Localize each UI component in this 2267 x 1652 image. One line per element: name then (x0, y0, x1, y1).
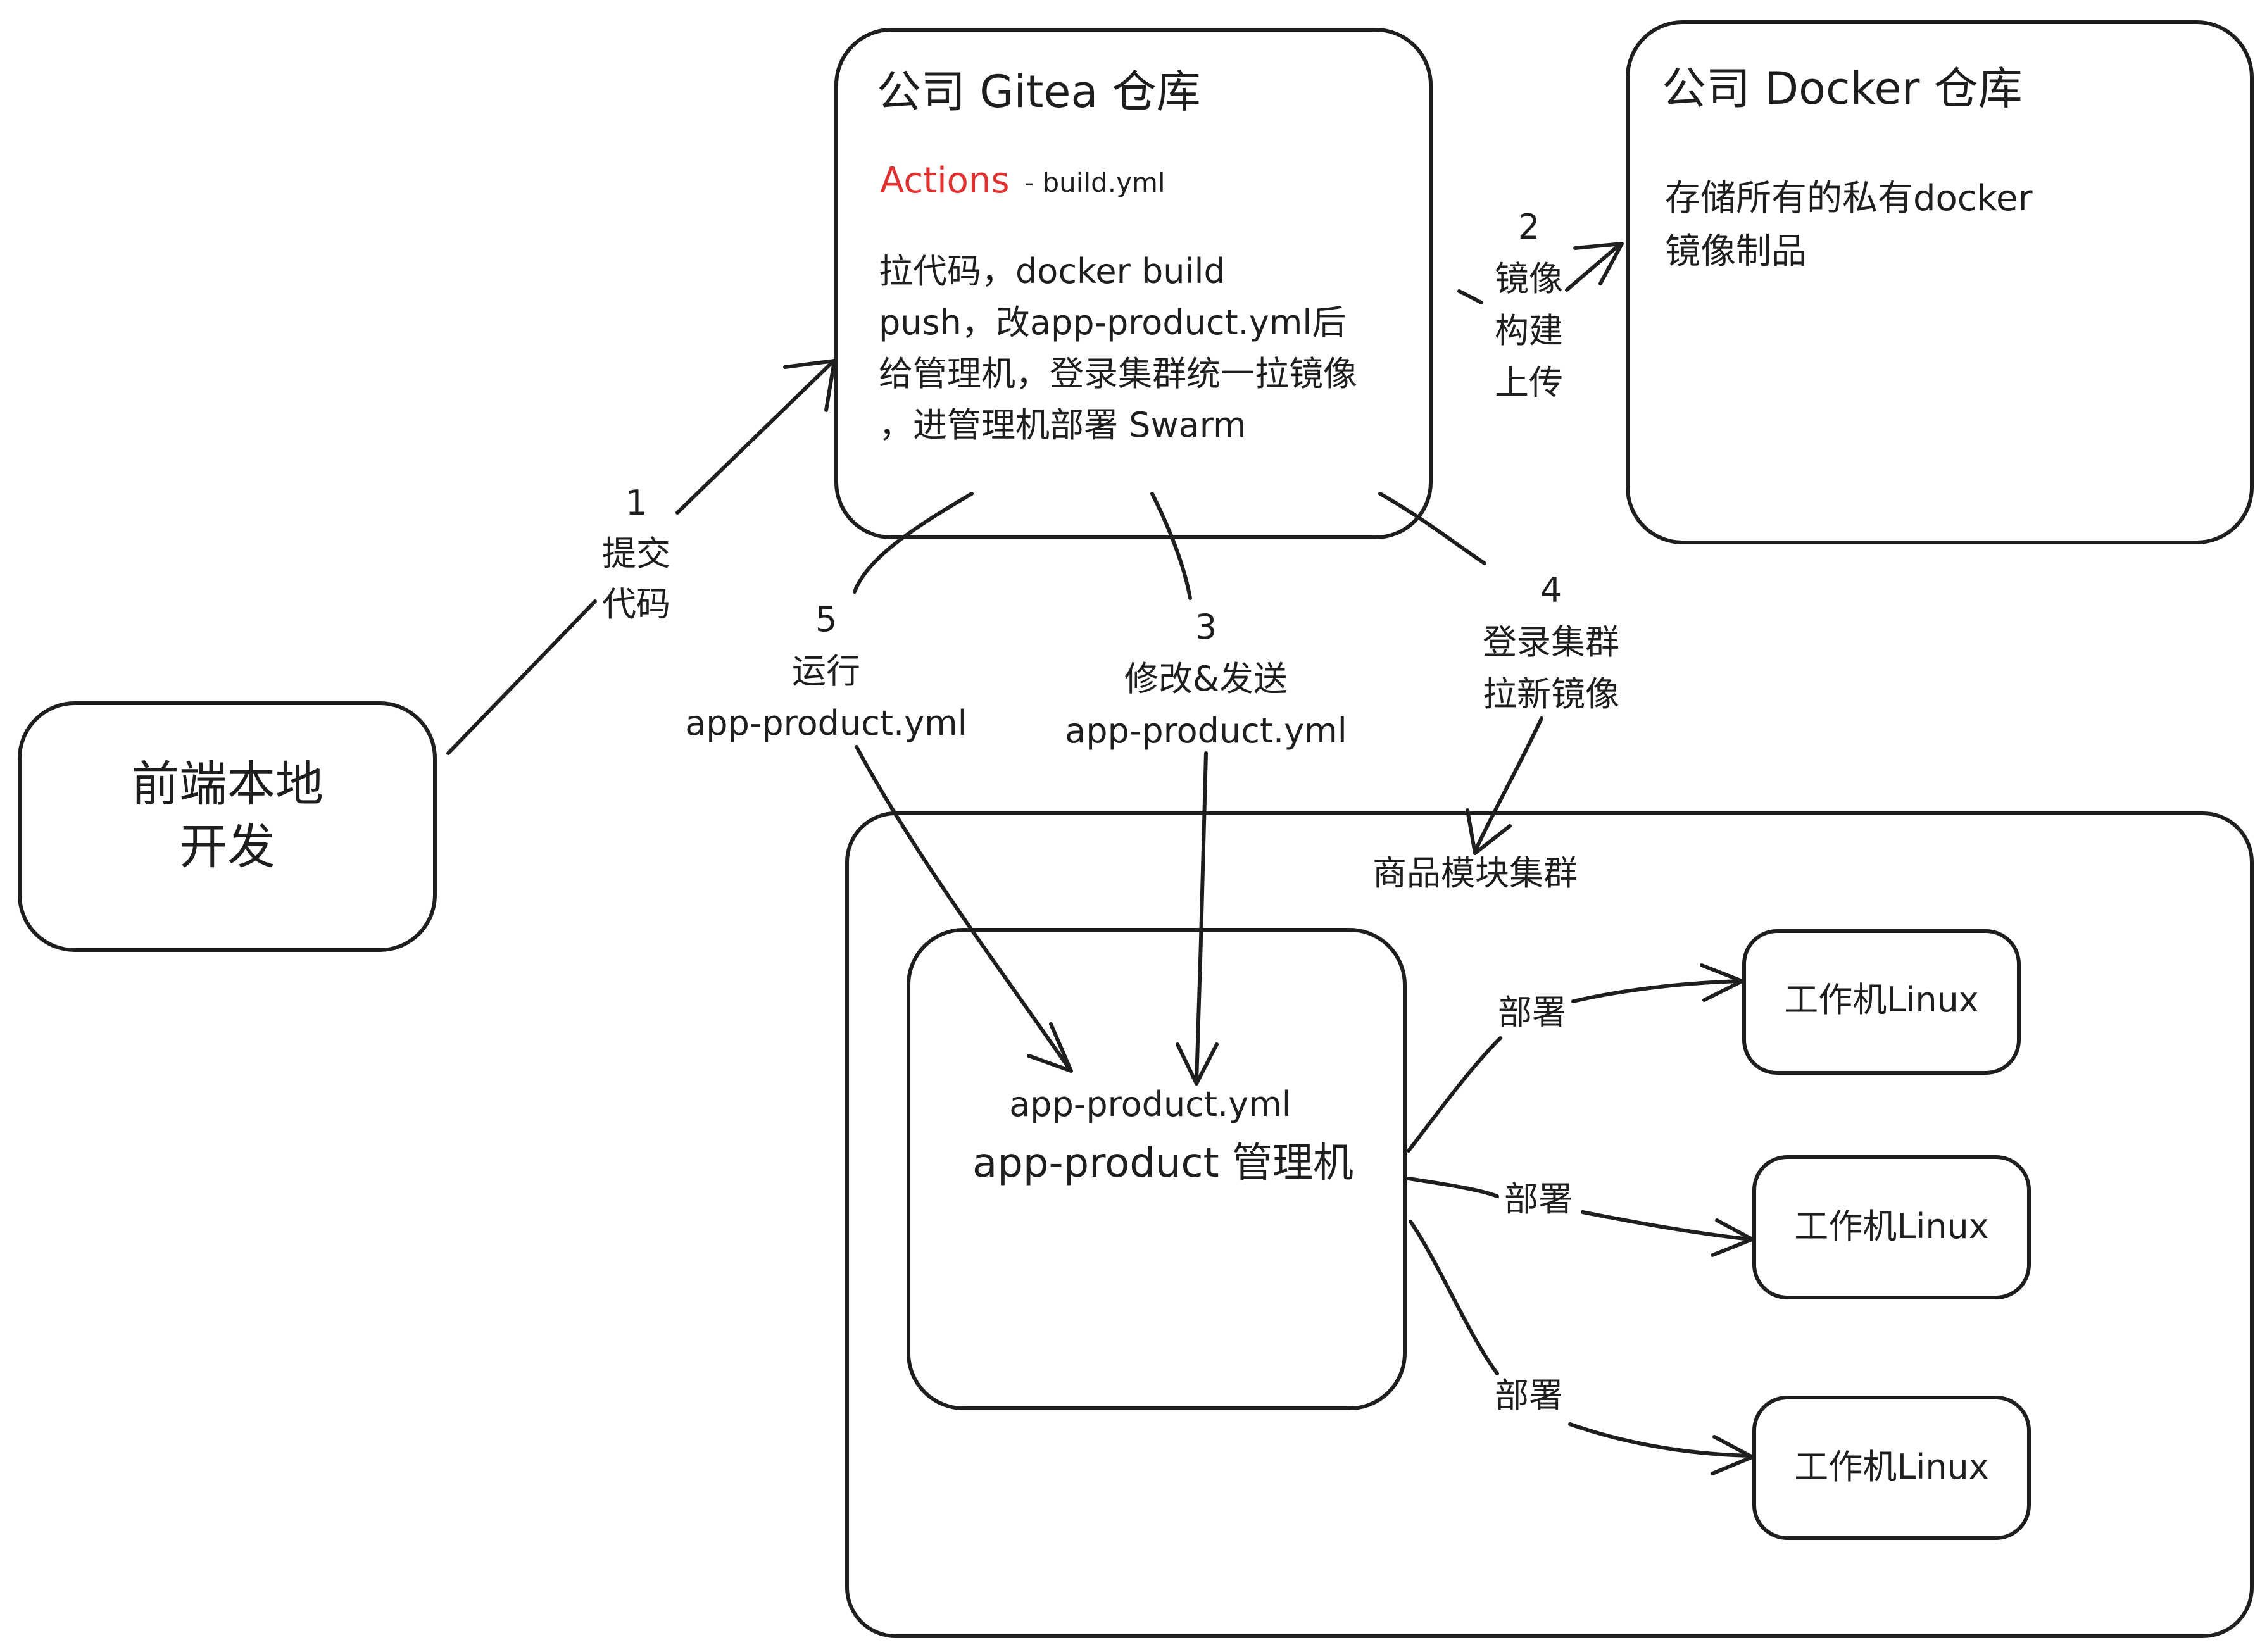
worker-node-1[interactable] (1742, 929, 2021, 1075)
step-2-label: 2 镜像 构建 上传 (1450, 201, 1608, 409)
arrow-deploy-1-seg-a (1407, 1036, 1502, 1153)
gitea-description: 拉代码，docker build push，改app-product.yml后 … (879, 246, 1357, 451)
step-1-number: 1 (625, 483, 648, 523)
arrow-run-head (1027, 1022, 1073, 1073)
cluster-container[interactable] (845, 811, 2254, 1638)
step-3-label: 3 修改&发送 app-product.yml (1035, 601, 1377, 757)
actions-label: Actions (880, 160, 1010, 201)
manager-file-label: app-product.yml (1009, 1084, 1291, 1124)
docker-description: 存储所有的私有docker 镜像制品 (1665, 172, 2033, 278)
step-5-number: 5 (815, 599, 838, 639)
step-1-label: 1 提交 代码 (557, 478, 715, 630)
arrow-deploy-3-seg-a (1409, 1220, 1499, 1375)
step-1-line-2: 代码 (602, 584, 670, 624)
arrow-pull-head (1466, 808, 1512, 855)
arrow-run-seg-a (853, 492, 974, 594)
step-4-line-2: 拉新镜像 (1483, 674, 1619, 714)
manager-node[interactable] (907, 928, 1407, 1410)
docker-title: 公司 Docker 仓库 (1662, 63, 2023, 115)
actions-file-label: - build.yml (1024, 167, 1165, 198)
step-1-line-1: 提交 (602, 534, 670, 573)
arrow-image-upload-seg-a (1457, 289, 1483, 304)
manager-title: app-product 管理机 (972, 1140, 1354, 1187)
cluster-title: 商品模块集群 (1372, 853, 1578, 893)
docker-desc-line-1: 存储所有的私有docker (1665, 178, 2033, 219)
gitea-desc-line-2: push，改app-product.yml后 (879, 303, 1347, 342)
local-dev-node[interactable] (18, 701, 437, 952)
step-5-line-1: 运行 (792, 651, 860, 691)
step-4-label: 4 登录集群 拉新镜像 (1450, 565, 1652, 720)
gitea-desc-line-4: ，进管理机部署 Swarm (879, 405, 1247, 445)
arrow-deploy-3-seg-b (1568, 1422, 1752, 1458)
step-2-number: 2 (1517, 207, 1540, 247)
local-dev-label: 前端本地 开发 (18, 753, 437, 879)
deploy-label-2: 部署 (1504, 1179, 1573, 1219)
arrow-send-head (1176, 1042, 1219, 1086)
step-3-line-2: app-product.yml (1065, 711, 1347, 751)
arrow-send-seg-b (1195, 751, 1208, 1084)
step-3-line-1: 修改&发送 (1124, 659, 1288, 699)
step-2-line-3: 上传 (1495, 363, 1563, 403)
arrow-commit-seg-b (675, 360, 834, 515)
worker-1-label: 工作机Linux (1784, 980, 1979, 1020)
arrow-image-upload-head (1573, 242, 1624, 285)
arrow-run-seg-b (855, 745, 1072, 1072)
gitea-desc-line-1: 拉代码，docker build (879, 251, 1226, 291)
arrow-deploy-2-seg-b (1581, 1210, 1752, 1241)
local-dev-label-line-2: 开发 (179, 818, 275, 875)
arrow-deploy-1-seg-b (1571, 979, 1743, 1003)
step-2-line-2: 构建 (1495, 311, 1563, 351)
arrow-send-seg-a (1150, 492, 1192, 600)
worker-3-label: 工作机Linux (1794, 1447, 1989, 1487)
worker-node-3[interactable] (1752, 1396, 2031, 1540)
docker-registry-node[interactable] (1626, 20, 2254, 544)
arrow-image-upload-seg-b (1565, 242, 1623, 292)
arrow-deploy-2-seg-a (1407, 1177, 1499, 1198)
step-2-line-1: 镜像 (1495, 259, 1563, 299)
gitea-title: 公司 Gitea 仓库 (877, 66, 1201, 118)
step-3-number: 3 (1195, 607, 1217, 647)
step-5-line-2: app-product.yml (685, 703, 967, 743)
gitea-repo-node[interactable] (834, 28, 1433, 539)
arrow-pull-seg-b (1473, 716, 1543, 853)
step-4-line-1: 登录集群 (1483, 622, 1619, 662)
worker-2-label: 工作机Linux (1794, 1206, 1989, 1246)
deploy-label-3: 部署 (1495, 1375, 1563, 1415)
step-4-number: 4 (1540, 570, 1562, 610)
deploy-label-1: 部署 (1498, 992, 1566, 1032)
gitea-desc-line-3: 给管理机，登录集群统一拉镜像 (879, 354, 1357, 394)
arrow-commit-seg-a (446, 599, 597, 755)
worker-node-2[interactable] (1752, 1155, 2031, 1299)
step-5-label: 5 运行 app-product.yml (662, 594, 991, 749)
docker-desc-line-2: 镜像制品 (1665, 231, 1807, 272)
local-dev-label-line-1: 前端本地 (131, 756, 323, 812)
